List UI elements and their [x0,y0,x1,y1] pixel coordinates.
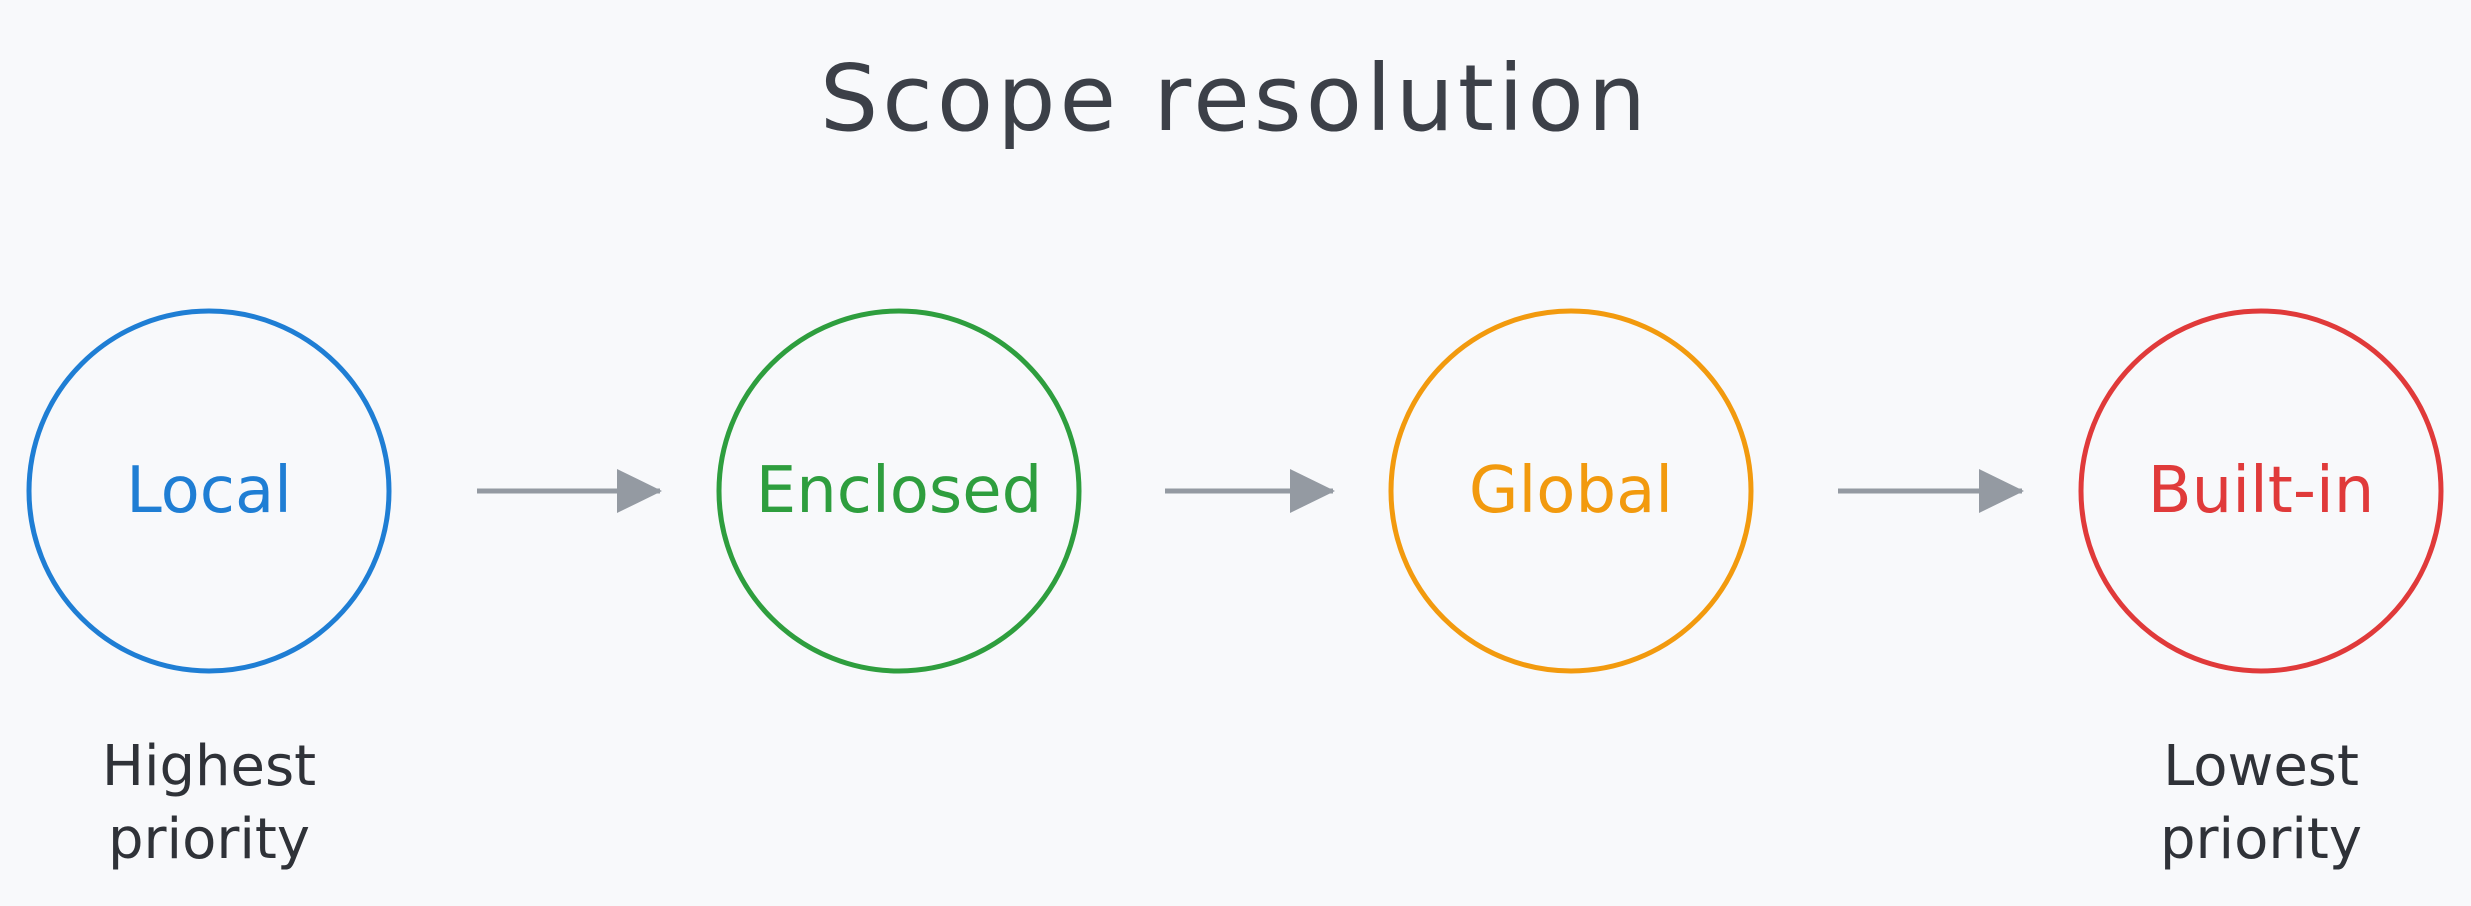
node-global-circle [1388,308,1754,674]
node-builtin-label: Built-in [2148,454,2375,528]
node-global: Global [1388,308,1754,674]
node-enclosed-circle [716,308,1082,674]
node-builtin-circle [2078,308,2444,674]
arrowhead-2 [1290,469,1335,513]
diagram-title: Scope resolution [820,45,1650,152]
node-local-label: Local [126,454,292,528]
node-local-circle [26,308,392,674]
caption-lowest-priority: Lowest priority [2160,734,2362,872]
caption-highest-line1: Highest [102,734,316,799]
node-local: Local [26,308,392,674]
caption-highest-priority: Highest priority [102,734,316,872]
node-global-label: Global [1469,454,1673,528]
arrowhead-1 [617,469,662,513]
caption-highest-line2: priority [108,807,310,872]
caption-lowest-line1: Lowest [2163,734,2359,799]
node-builtin: Built-in [2078,308,2444,674]
caption-lowest-line2: priority [2160,807,2362,872]
node-enclosed-label: Enclosed [756,454,1042,528]
node-enclosed: Enclosed [716,308,1082,674]
arrowhead-3 [1979,469,2024,513]
